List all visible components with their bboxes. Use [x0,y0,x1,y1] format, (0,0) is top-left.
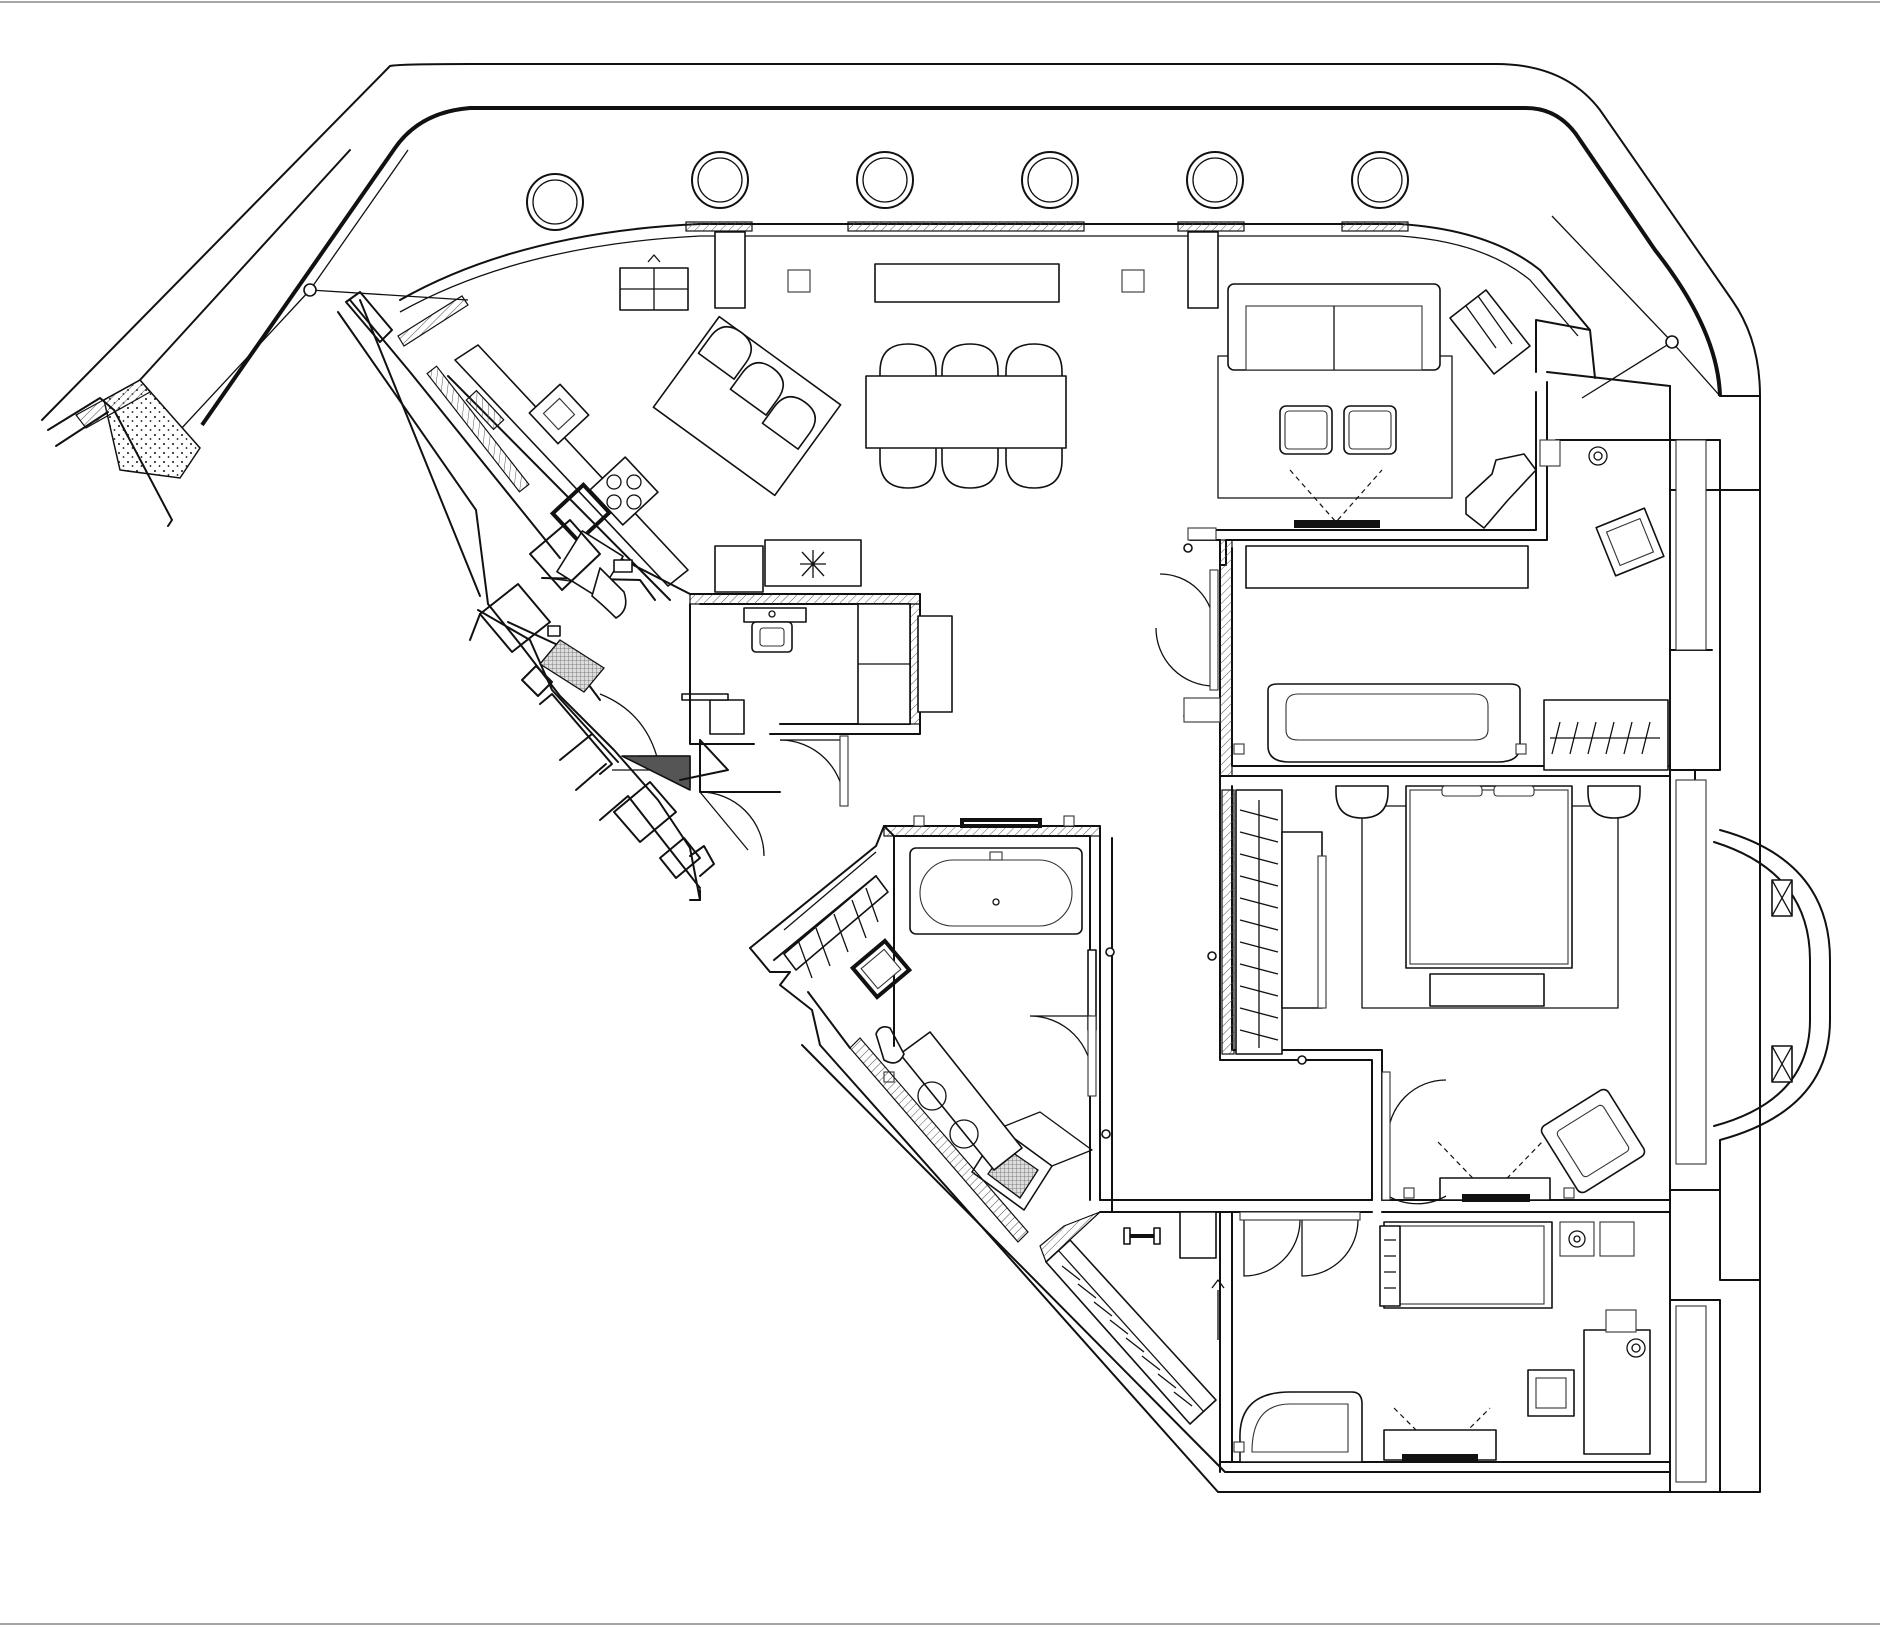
corner-armchair [1449,289,1531,375]
window-glazing [397,221,1409,347]
fridge-column [549,481,613,545]
bathtub [909,847,1083,935]
hall-wardrobe [1039,1211,1217,1425]
single-bed [1379,1221,1553,1309]
wall-cabinet [714,545,764,593]
column-6 [1351,151,1409,209]
double-bed [1405,785,1573,969]
column-4 [1021,151,1079,209]
tv-unit [1289,469,1383,528]
column-5 [1186,151,1244,209]
bedroom [1155,439,1669,771]
guest-cabinet [917,615,953,713]
right-facade [1669,395,1831,1493]
master-doors [1381,1071,1447,1205]
wc [875,1026,905,1064]
living-rug [1217,355,1453,499]
fixtures [1101,527,1637,1453]
double-vanity [899,1031,1023,1171]
utility-shafts [337,291,715,901]
sideboard [874,263,1060,303]
master-door [1029,1015,1097,1097]
study-bedroom [1123,1211,1651,1463]
nightstand-left [1335,785,1389,819]
master-tv-unit [1437,1141,1551,1202]
bench [1429,973,1545,1007]
nightstand-right [1587,785,1641,819]
dining-table [865,343,1067,489]
study-desk [1527,1329,1651,1455]
bedroom-doors [1155,569,1219,691]
master-bathroom [807,815,1101,1243]
master-armchair [1540,1088,1646,1194]
side-shelf [1465,453,1537,529]
laundry [749,825,913,1047]
study-doors [1239,1211,1361,1277]
terrace-columns [526,151,1409,231]
column-3 [856,151,914,209]
bedroom-desk [1245,545,1529,589]
living-area [1217,283,1537,529]
walk-in-wardrobe [1221,789,1327,1055]
kitchen-island [652,315,842,497]
terrace-planter [47,379,201,527]
tall-cabinet-2 [1187,231,1219,309]
terrace [41,63,1761,1493]
column-2 [691,151,749,209]
study-sofa [1239,1391,1363,1463]
bedroom-wardrobe [1543,699,1669,771]
sofa [1227,283,1441,371]
bedroom-sofa [1267,683,1521,763]
poufs [1279,405,1397,455]
master-bedroom [1335,785,1646,1205]
tall-cabinet [714,231,746,309]
column-1 [526,173,584,231]
bedroom-armchair [1595,507,1665,577]
study-tv-unit [1383,1407,1497,1462]
entrance-door [699,735,849,857]
kitchen-dining [447,231,1219,601]
